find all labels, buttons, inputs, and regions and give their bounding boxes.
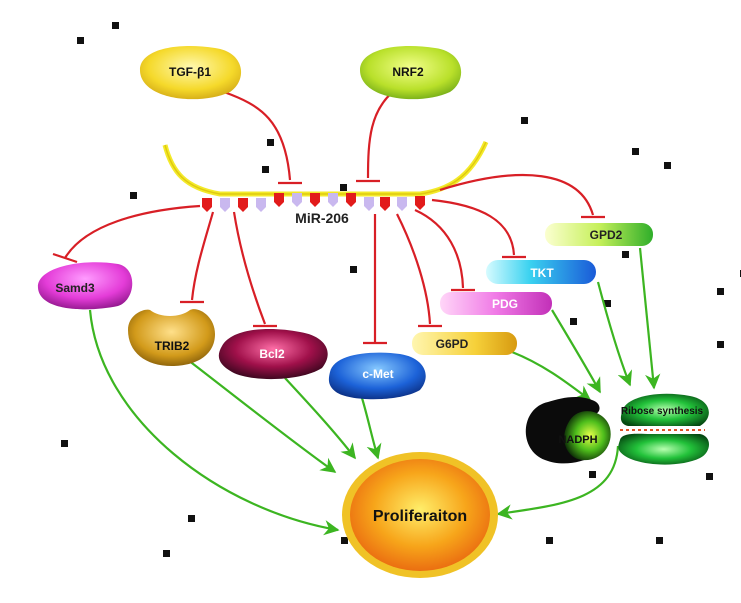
node-tgf-beta1: TGF-β1 xyxy=(140,46,242,100)
nadph-label: NADPH xyxy=(558,434,597,446)
inhibition-edges xyxy=(52,89,605,345)
c-met-label: c-Met xyxy=(362,367,393,381)
tgf-label: TGF-β1 xyxy=(169,65,211,79)
node-samd3: Samd3 xyxy=(37,262,133,310)
nrf2-label: NRF2 xyxy=(392,65,424,79)
node-gpd2: GPD2 xyxy=(545,223,653,246)
mir206-strand xyxy=(162,140,489,212)
node-proliferation: Proliferaiton xyxy=(342,452,498,578)
node-nrf2: NRF2 xyxy=(360,46,462,100)
node-tkt: TKT xyxy=(486,260,596,284)
node-ribose-synthesis: Ribose synthesis xyxy=(618,393,709,465)
proliferation-label: Proliferaiton xyxy=(373,508,467,525)
g6pd-label: G6PD xyxy=(436,337,469,351)
bcl2-label: Bcl2 xyxy=(259,347,285,361)
node-nadph: NADPH xyxy=(525,396,611,464)
node-bcl2: Bcl2 xyxy=(218,328,328,380)
gpd2-label: GPD2 xyxy=(590,228,623,242)
tkt-label: TKT xyxy=(530,266,554,280)
mir206-nucleotides xyxy=(202,193,425,212)
mir206-label: MiR-206 xyxy=(295,210,349,226)
node-c-met: c-Met xyxy=(328,352,426,400)
node-g6pd: G6PD xyxy=(412,332,517,355)
trib2-label: TRIB2 xyxy=(155,339,190,353)
samd3-label: Samd3 xyxy=(55,281,95,295)
node-trib2: TRIB2 xyxy=(128,309,215,366)
pdg-label: PDG xyxy=(492,297,518,311)
node-pdg: PDG xyxy=(440,292,552,315)
activation-edges xyxy=(88,247,661,536)
ribose-label: Ribose synthesis xyxy=(621,406,704,417)
